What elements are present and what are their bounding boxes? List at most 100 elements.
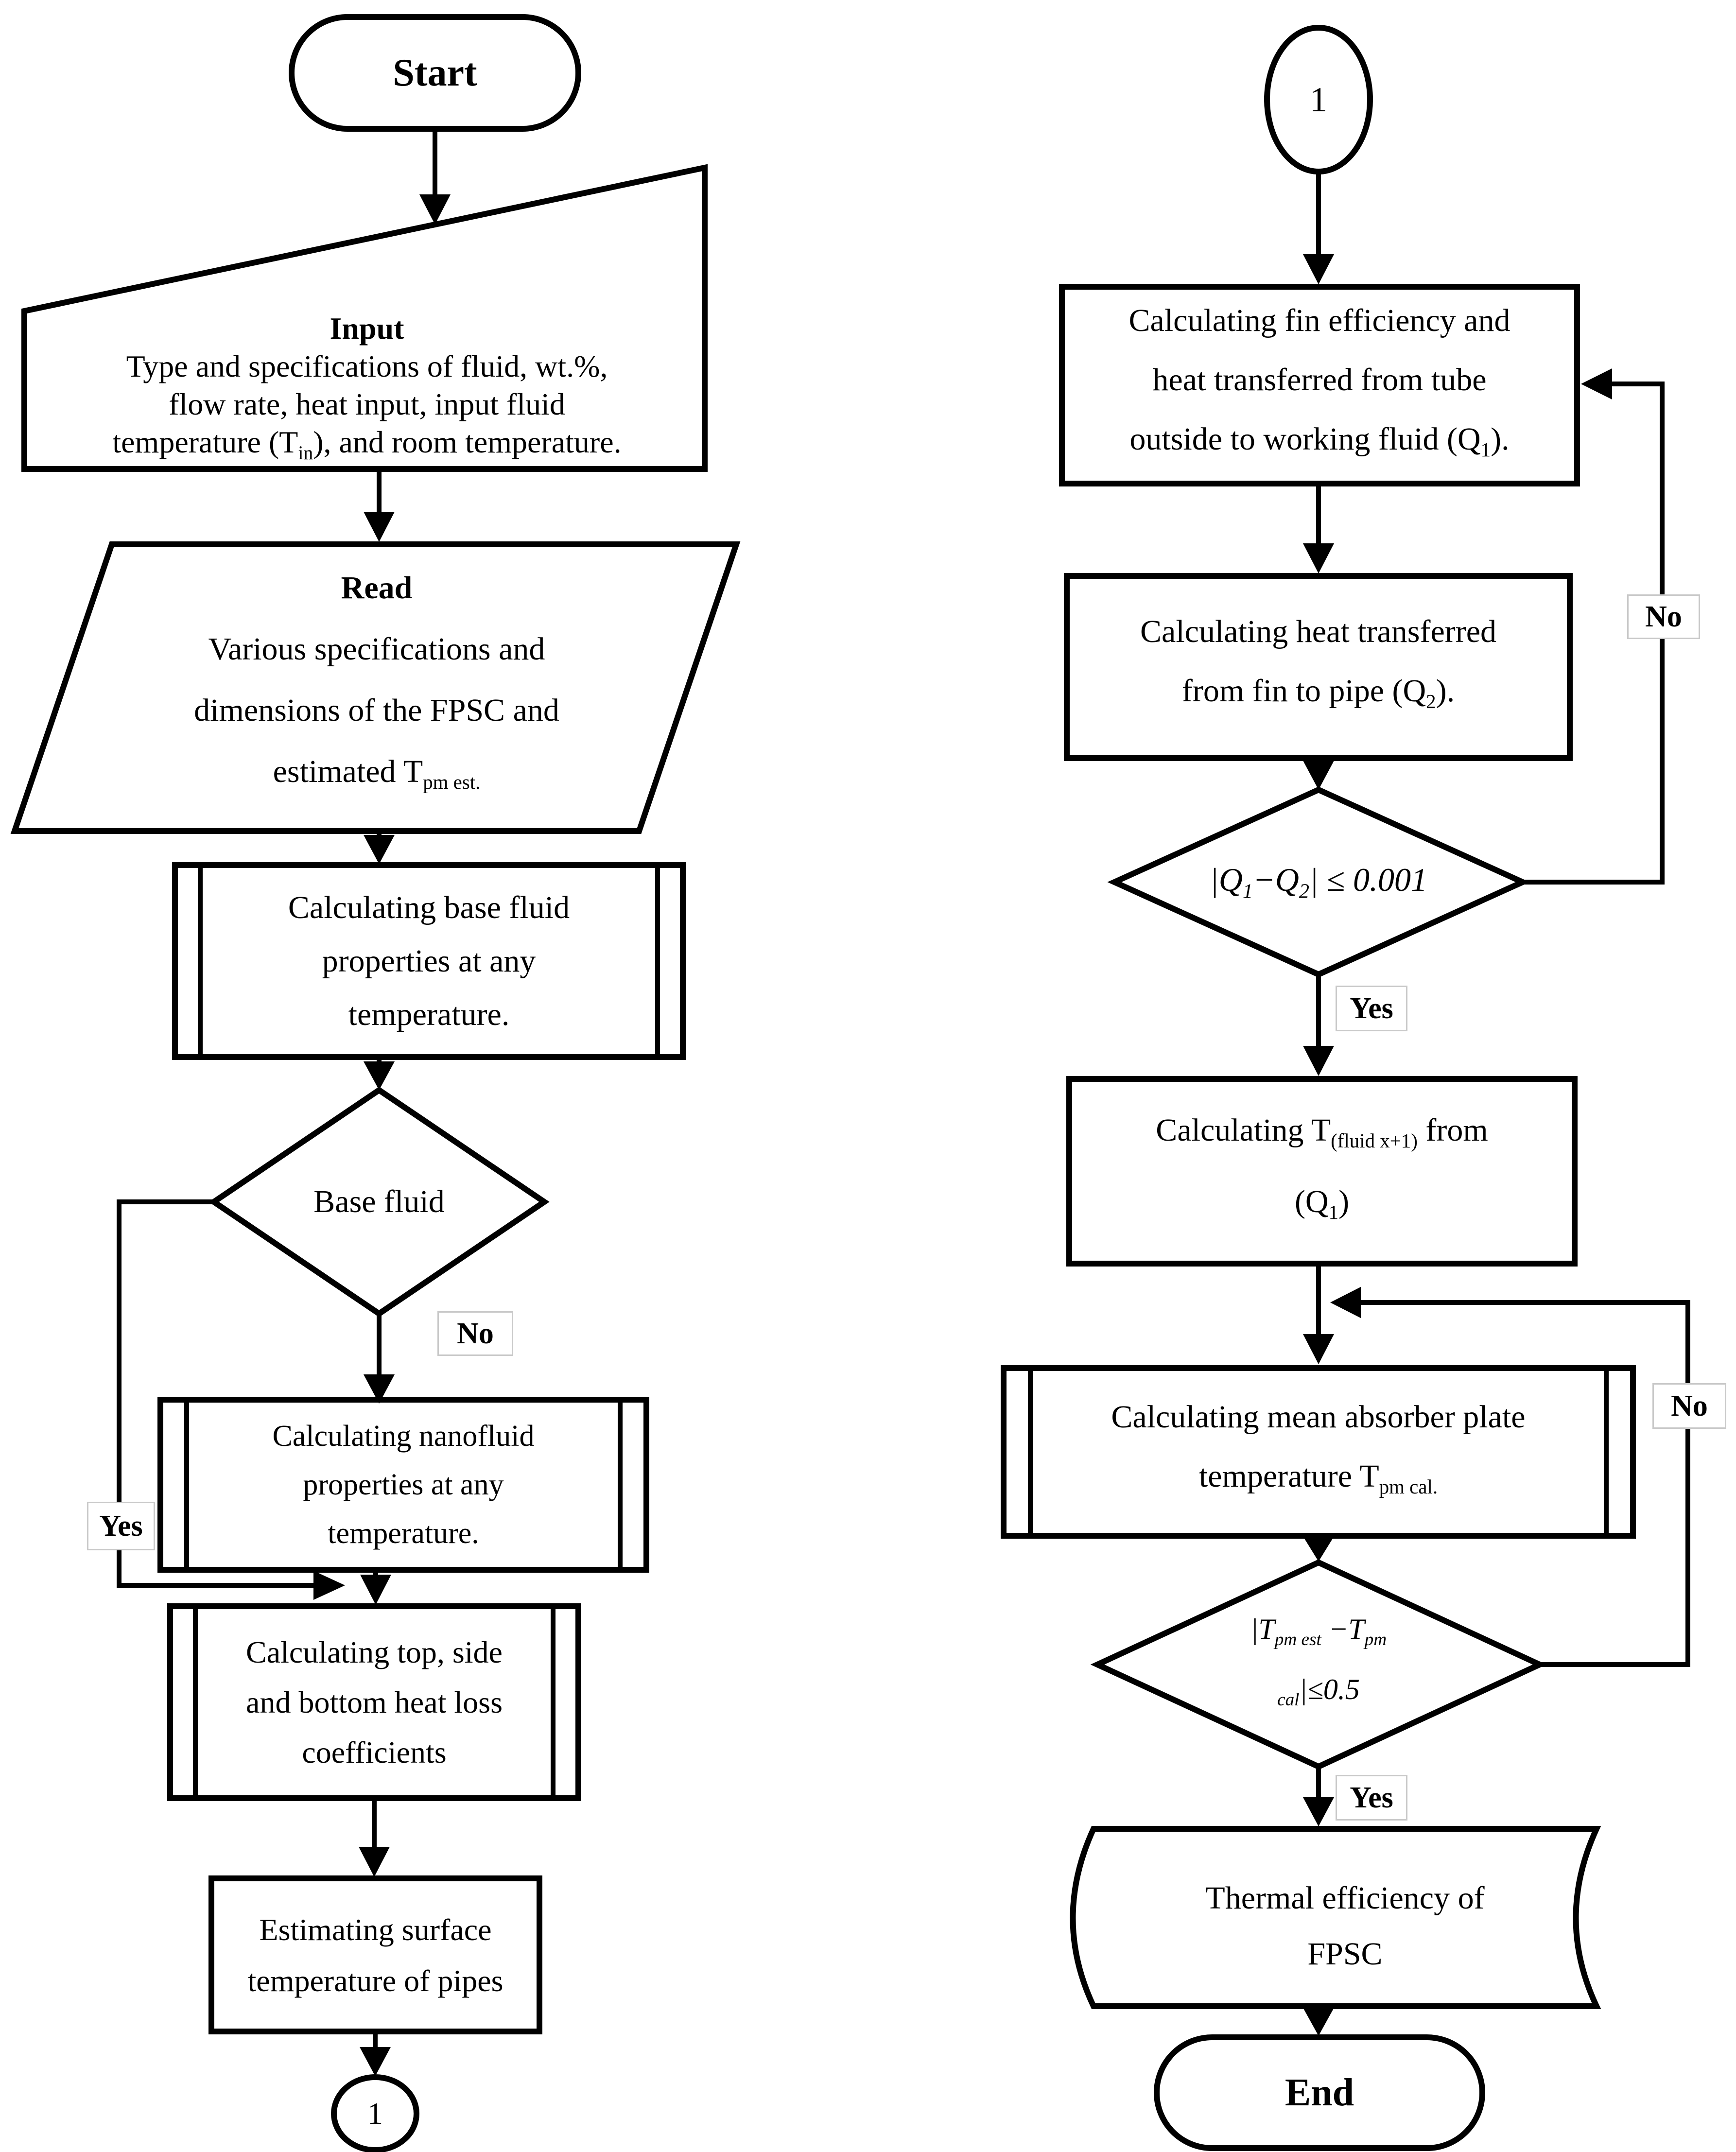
arrowhead-connector-fin — [1303, 254, 1334, 284]
surface-line2: temperature of pipes — [247, 1963, 503, 1998]
connector-1-left-label: 1 — [334, 2079, 417, 2148]
tfluid-line1-post: from — [1417, 1112, 1488, 1148]
read-line3-pre: estimated T — [273, 753, 423, 789]
read-line3: estimated Tpm est. — [273, 741, 481, 813]
yes-text-left: Yes — [99, 1509, 143, 1543]
yes-text-tpm: Yes — [1350, 1781, 1393, 1814]
read-line1: Various specifications and — [208, 631, 545, 667]
tpm-line1: |Tpm est −Tpm — [1250, 1604, 1387, 1665]
q-post: | ≤ 0.001 — [1309, 861, 1427, 899]
tfluid-line1-pre: Calculating T — [1156, 1112, 1331, 1148]
heatloss-line1: Calculating top, side — [246, 1635, 503, 1669]
tpm-line2: cal|≤0.5 — [1277, 1665, 1360, 1725]
base-fluid-decision-label: Base fluid — [214, 1090, 544, 1314]
q-sub2: 2 — [1299, 880, 1309, 903]
yes-text-q: Yes — [1350, 991, 1393, 1025]
connector-right-text: 1 — [1310, 80, 1327, 119]
thermal-line2: FPSC — [1307, 1936, 1383, 1972]
edge-tpmdecision-no-feedback — [1361, 1300, 1690, 1667]
mean-line2-sub: pm cal. — [1379, 1476, 1438, 1498]
nano-line3: temperature. — [328, 1517, 479, 1550]
input-node-label: Input Type and specifications of fluid, … — [29, 311, 705, 467]
t-fluid-rect-shape — [1066, 1076, 1578, 1267]
read-node-label: Read Various specifications and dimensio… — [63, 554, 690, 816]
tpm-l2-post: |≤0.5 — [1299, 1673, 1360, 1705]
input-line1: Type and specifications of fluid, wt.%, — [126, 349, 608, 384]
tfluid-line2-pre: (Q — [1294, 1184, 1329, 1219]
heatloss-line2: and bottom heat loss — [246, 1685, 503, 1719]
q-sub1: 1 — [1242, 880, 1253, 903]
base-fluid-process-shape — [172, 862, 686, 1060]
arrowhead-thermal-end — [1303, 2008, 1334, 2036]
arrowhead-meanplate-tpmdecision — [1303, 1536, 1334, 1562]
input-manual-shape — [21, 164, 708, 472]
edge-decision-yes-loop — [117, 1199, 313, 1588]
end-node-label: End — [1157, 2037, 1482, 2148]
thermal-line1: Thermal efficiency of — [1205, 1880, 1485, 1916]
fin-line3-sub: 1 — [1480, 439, 1491, 461]
tpm-l1-mid: −T — [1321, 1613, 1365, 1645]
no-text-q: No — [1645, 600, 1682, 633]
read-line2: dimensions of the FPSC and — [194, 692, 559, 728]
read-title: Read — [341, 570, 413, 606]
arrowhead-yes-merge — [313, 1571, 345, 1600]
arrowhead-pipe-qdecision — [1303, 761, 1334, 790]
connector-left-text: 1 — [367, 2096, 383, 2131]
end-text: End — [1285, 2071, 1354, 2114]
tpm-l2-sub: cal — [1277, 1690, 1300, 1710]
fin-line2: heat transferred from tube — [1152, 362, 1487, 398]
nanofluid-process-shape — [157, 1397, 649, 1573]
fin-line3-post: ). — [1491, 421, 1510, 457]
no-text-tpm: No — [1671, 1389, 1708, 1423]
pipe-line2-sub: 2 — [1426, 691, 1436, 713]
tfluid-line2-sub: 1 — [1328, 1201, 1339, 1224]
tfluid-line1: Calculating T(fluid x+1) from — [1156, 1100, 1488, 1171]
surface-temp-label: Estimating surface temperature of pipes — [216, 1891, 535, 2019]
read-parallelogram-shape — [10, 541, 741, 834]
nanofluid-process-label: Calculating nanofluid properties at any … — [190, 1406, 617, 1563]
nano-line2: properties at any — [303, 1468, 504, 1501]
start-text: Start — [393, 51, 477, 94]
q-decision-yes-label: Yes — [1336, 986, 1407, 1031]
q-pre: |Q — [1210, 861, 1243, 899]
connector-1-left-shape — [331, 2074, 419, 2152]
mean-line2-pre: temperature T — [1198, 1458, 1379, 1494]
tfluid-line2: (Q1) — [1295, 1171, 1349, 1243]
arrowhead-tpmdecision-thermal — [1303, 1797, 1334, 1826]
base-decision-text: Base fluid — [313, 1184, 445, 1219]
pipe-line2: from fin to pipe (Q2). — [1182, 661, 1455, 731]
thermal-efficiency-stored-data-shape — [1070, 1826, 1601, 2009]
tpm-l1-sub1: pm est — [1274, 1630, 1321, 1649]
end-terminator-shape — [1154, 2034, 1485, 2151]
surface-line1: Estimating surface — [259, 1912, 492, 1947]
input-line2: flow rate, heat input, input fluid — [169, 387, 565, 422]
read-line3-sub: pm est. — [423, 771, 481, 794]
mean-plate-label: Calculating mean absorber plate temperat… — [1033, 1372, 1604, 1532]
input-line3-post: ), and room temperature. — [313, 425, 622, 460]
q-mid: −Q — [1252, 861, 1299, 899]
base-line1: Calculating base fluid — [288, 889, 570, 925]
q-decision-label: |Q1−Q2| ≤ 0.001 — [1114, 790, 1523, 974]
input-line3-pre: temperature (T — [112, 425, 298, 460]
fin-line1: Calculating fin efficiency and — [1128, 302, 1510, 338]
q-decision-text: |Q1−Q2| ≤ 0.001 — [1210, 861, 1427, 903]
arrowhead-surface-connector — [360, 2047, 391, 2076]
base-decision-yes-label: Yes — [87, 1502, 155, 1550]
tfluid-line2-post: ) — [1338, 1184, 1350, 1219]
tfluid-line1-sub: (fluid x+1) — [1331, 1130, 1418, 1152]
pipe-line2-pre: from fin to pipe (Q — [1181, 673, 1426, 709]
t-fluid-label: Calculating T(fluid x+1) from (Q1) — [1074, 1083, 1570, 1260]
arrowhead-base-decision — [364, 1061, 395, 1090]
heat-loss-process-label: Calculating top, side and bottom heat lo… — [197, 1614, 552, 1791]
heatloss-line3: coefficients — [302, 1735, 447, 1770]
arrowhead-start-input — [419, 194, 451, 225]
nano-line1: Calculating nanofluid — [272, 1420, 535, 1453]
start-node-label: Start — [292, 17, 578, 129]
connector-1-right-label: 1 — [1267, 29, 1370, 170]
arrowhead-q-no-feedback — [1581, 368, 1612, 399]
base-decision-no-label: No — [437, 1311, 513, 1356]
arrowhead-qdecision-tfluid — [1303, 1046, 1334, 1076]
arrowhead-tfluid-meanplate — [1303, 1334, 1334, 1364]
arrowhead-decision-nanofluid — [364, 1374, 395, 1404]
